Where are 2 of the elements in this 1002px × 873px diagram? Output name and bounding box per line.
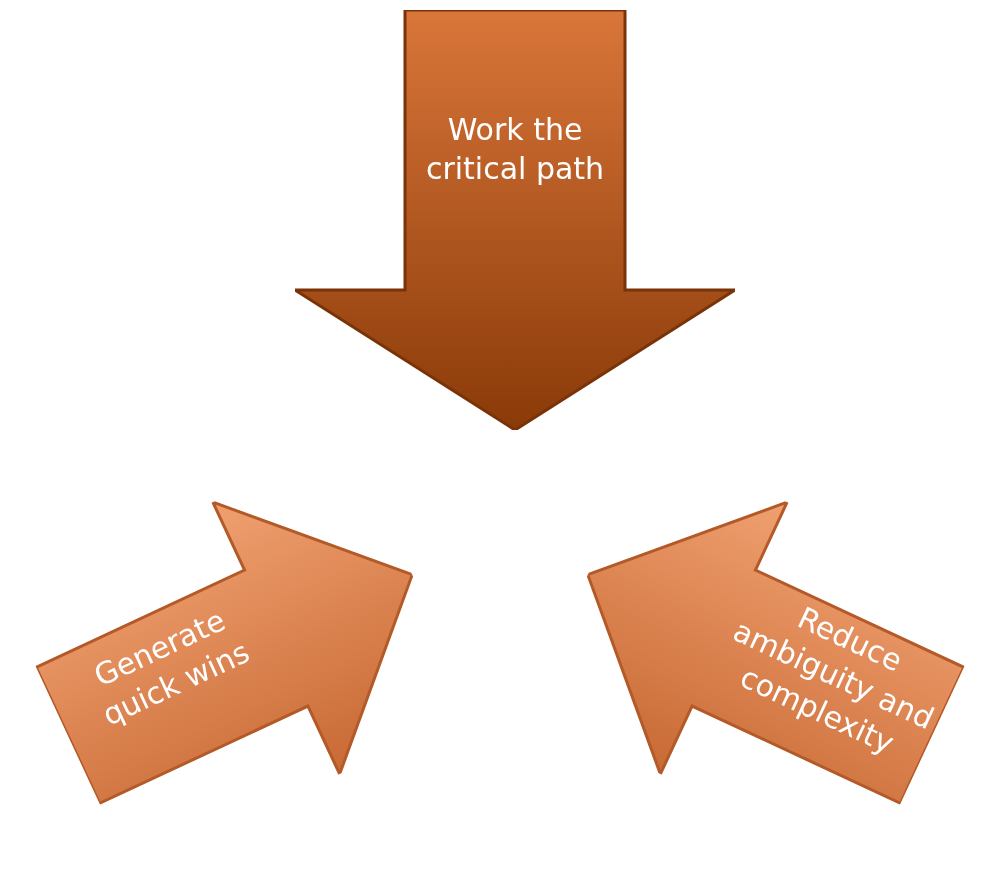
arrow-shape (295, 10, 735, 430)
arrow-label: Work the critical path (424, 111, 606, 188)
